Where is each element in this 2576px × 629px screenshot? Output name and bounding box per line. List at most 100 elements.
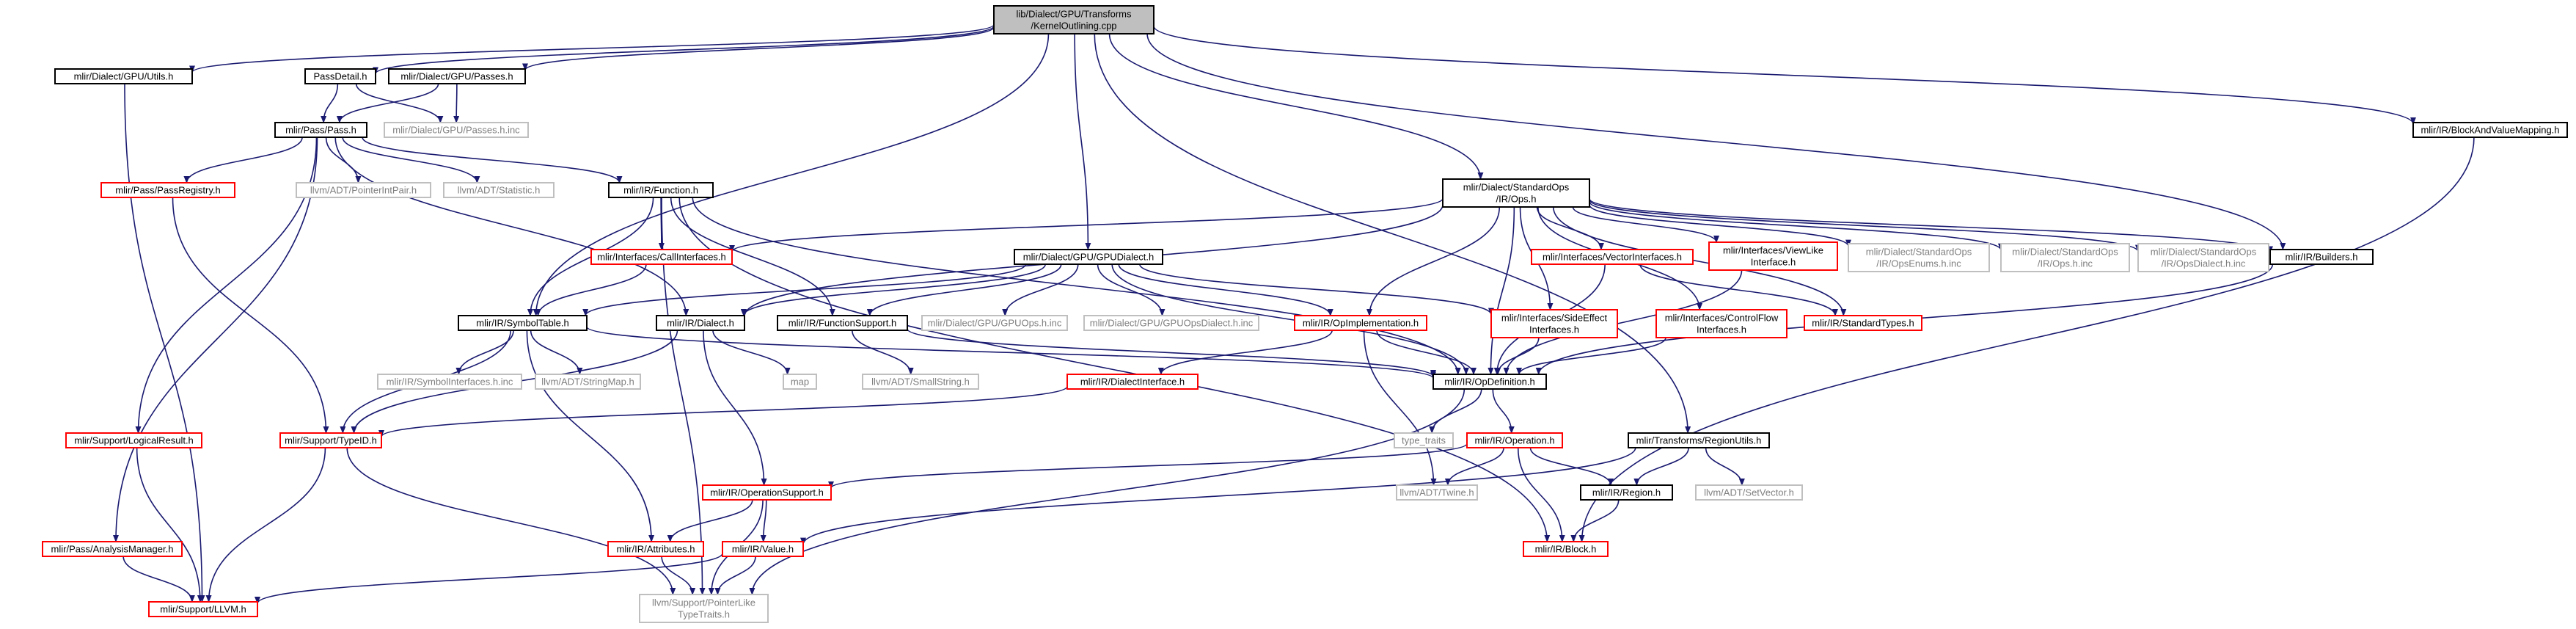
edge-pass-to-dialect: [334, 137, 689, 316]
node-box: [2000, 243, 2130, 272]
node-analysismanager[interactable]: mlir/Pass/AnalysisManager.h: [42, 541, 183, 557]
node-box: [607, 541, 704, 557]
node-logicalresult[interactable]: mlir/Support/LogicalResult.h: [65, 432, 202, 448]
edge-symboltable-to-symbolinterfaces_inc: [455, 330, 514, 375]
node-block[interactable]: mlir/IR/Block.h: [1523, 541, 1609, 557]
node-region[interactable]: mlir/IR/Region.h: [1580, 484, 1673, 501]
edge-stdops-to-callinterfaces: [729, 197, 1443, 252]
node-label: llvm/ADT/PointerIntPair.h: [310, 184, 417, 195]
edge-opimplementation-to-opdefinition: [1376, 330, 1477, 375]
node-function[interactable]: mlir/IR/Function.h: [608, 182, 714, 198]
node-dialect[interactable]: mlir/IR/Dialect.h: [656, 315, 745, 331]
node-box: [1804, 315, 1922, 331]
node-label: mlir/Dialect/GPU/Passes.h.inc: [392, 124, 520, 135]
edge-vectorinterfaces-to-standardtypes: [1639, 263, 1838, 316]
node-standardtypes[interactable]: mlir/IR/StandardTypes.h: [1804, 315, 1922, 331]
node-label: mlir/IR/OperationSupport.h: [710, 487, 824, 498]
edge-opdefinition-to-type_traits: [1429, 388, 1482, 434]
node-type-traits: type_traits: [1394, 432, 1454, 448]
node-label: mlir/IR/Dialect.h: [667, 317, 734, 328]
node-value[interactable]: mlir/IR/Value.h: [722, 541, 804, 557]
node-label: mlir/IR/OpImplementation.h: [1303, 317, 1419, 328]
node-label: mlir/Dialect/GPU/Passes.h: [400, 70, 513, 81]
edge-gpu_passes-to-pass: [336, 83, 439, 123]
node-attributes[interactable]: mlir/IR/Attributes.h: [607, 541, 704, 557]
edge-stdops-to-opsenums: [1589, 204, 1851, 247]
edge-pass-to-pointerintpair: [325, 137, 362, 183]
node-root[interactable]: lib/Dialect/GPU/Transforms/KernelOutlini…: [993, 5, 1155, 34]
edge-stdops-to-vectorinterfaces: [1536, 206, 1604, 250]
node-smallstring: llvm/ADT/SmallString.h: [862, 374, 979, 390]
node-label: mlir/Dialect/StandardOps: [2151, 246, 2257, 257]
node-label: mlir/Interfaces/ViewLike: [1723, 244, 1823, 255]
node-opimplementation[interactable]: mlir/IR/OpImplementation.h: [1294, 315, 1427, 331]
node-box: [1848, 243, 1990, 272]
node-box: [388, 68, 526, 84]
edge-function-to-callinterfaces: [658, 197, 665, 250]
node-vectorinterfaces[interactable]: mlir/Interfaces/VectorInterfaces.h: [1531, 249, 1694, 265]
node-label: lib/Dialect/GPU/Transforms: [1017, 8, 1132, 19]
node-pointerintpair: llvm/ADT/PointerIntPair.h: [296, 182, 431, 198]
node-callinterfaces[interactable]: mlir/Interfaces/CallInterfaces.h: [590, 249, 733, 265]
node-label: mlir/Dialect/GPU/GPUOps.h.inc: [928, 317, 1062, 328]
edge-layer: [112, 23, 2475, 605]
node-pass[interactable]: mlir/Pass/Pass.h: [274, 122, 367, 138]
node-gpu-passes-inc: mlir/Dialect/GPU/Passes.h.inc: [384, 122, 529, 138]
node-label: mlir/Pass/AnalysisManager.h: [51, 543, 174, 554]
node-functionsupport[interactable]: mlir/IR/FunctionSupport.h: [777, 315, 908, 331]
node-gpu-passes[interactable]: mlir/Dialect/GPU/Passes.h: [388, 68, 526, 84]
edge-passregistry-to-typeid: [172, 197, 329, 434]
node-operation[interactable]: mlir/IR/Operation.h: [1466, 432, 1563, 448]
node-layer: lib/Dialect/GPU/Transforms/KernelOutlini…: [42, 5, 2568, 623]
node-label: mlir/Interfaces/CallInterfaces.h: [597, 251, 726, 262]
node-label: /KernelOutlining.cpp: [1031, 20, 1116, 31]
edge-gpudialect-to-opdefinition: [1111, 263, 1469, 375]
node-label: llvm/Support/PointerLike: [652, 597, 755, 608]
node-box: [274, 122, 367, 138]
node-passregistry[interactable]: mlir/Pass/PassRegistry.h: [100, 182, 235, 198]
node-blockvaluemapping[interactable]: mlir/IR/BlockAndValueMapping.h: [2412, 122, 2568, 138]
node-label: llvm/ADT/StringMap.h: [541, 376, 634, 387]
node-operationsupport[interactable]: mlir/IR/OperationSupport.h: [702, 484, 832, 501]
node-opdefinition[interactable]: mlir/IR/OpDefinition.h: [1432, 374, 1547, 390]
node-label: mlir/Interfaces/ControlFlow: [1665, 312, 1779, 323]
node-symboltable[interactable]: mlir/IR/SymbolTable.h: [458, 315, 588, 331]
edge-gpudialect-to-gpuopsdialect_inc: [1097, 263, 1166, 316]
node-box: [1432, 374, 1547, 390]
node-label: /IR/OpsDialect.h.inc: [2162, 258, 2246, 269]
node-box: [279, 432, 382, 448]
edge-dialectinterface-to-typeid: [378, 385, 1068, 437]
edge-opimplementation-to-twine: [1363, 330, 1437, 486]
node-box: [1708, 241, 1838, 271]
node-box: [702, 484, 832, 501]
node-label: mlir/IR/DialectInterface.h: [1080, 376, 1185, 387]
node-label: mlir/Transforms/RegionUtils.h: [1636, 435, 1762, 446]
node-stdops[interactable]: mlir/Dialect/StandardOps/IR/Ops.h: [1442, 178, 1590, 208]
node-typeid[interactable]: mlir/Support/TypeID.h: [279, 432, 382, 448]
node-passdetail[interactable]: PassDetail.h: [304, 68, 376, 84]
node-builders[interactable]: mlir/IR/Builders.h: [2269, 249, 2374, 265]
edge-root-to-stdops: [1108, 33, 1484, 180]
node-box: [1442, 178, 1590, 208]
node-box: [2412, 122, 2568, 138]
node-statistic: llvm/ADT/Statistic.h: [443, 182, 555, 198]
edge-regionutils-to-region: [1633, 447, 1689, 486]
node-gpu-utils[interactable]: mlir/Dialect/GPU/Utils.h: [54, 68, 193, 84]
node-regionutils[interactable]: mlir/Transforms/RegionUtils.h: [1628, 432, 1770, 448]
node-label: mlir/IR/Value.h: [732, 543, 794, 554]
node-dialectinterface[interactable]: mlir/IR/DialectInterface.h: [1066, 374, 1199, 390]
node-gpudialect[interactable]: mlir/Dialect/GPU/GPUDialect.h: [1014, 249, 1163, 265]
node-stringmap: llvm/ADT/StringMap.h: [535, 374, 641, 390]
node-box: [1014, 249, 1163, 265]
node-box: [42, 541, 183, 557]
node-box: [993, 5, 1155, 34]
node-box: [1531, 249, 1694, 265]
node-box: [1066, 374, 1199, 390]
node-llvm-h[interactable]: mlir/Support/LLVM.h: [148, 601, 258, 617]
node-label: mlir/Dialect/StandardOps: [1463, 181, 1570, 192]
edge-symboltable-to-opdefinition: [586, 326, 1436, 379]
